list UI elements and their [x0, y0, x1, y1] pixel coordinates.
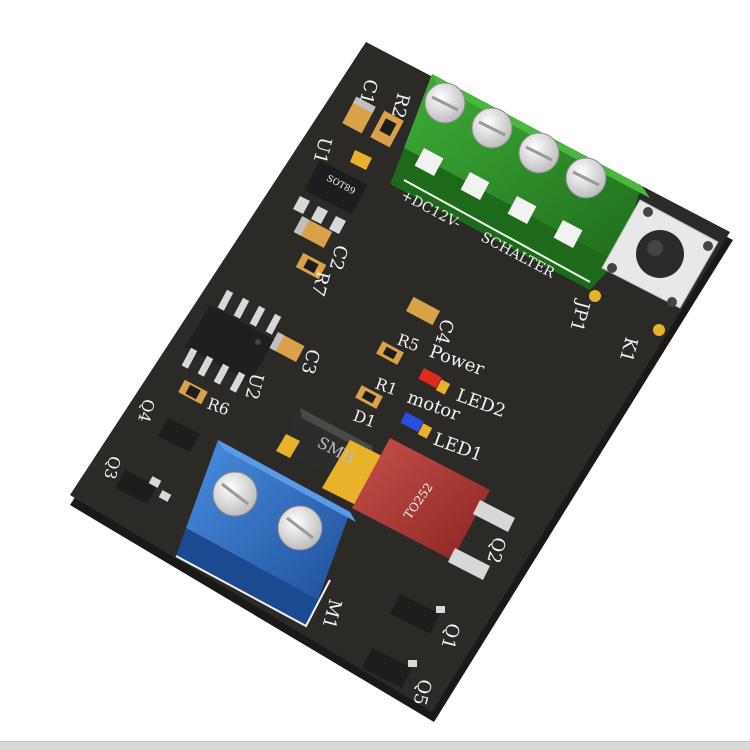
- transistors-q1-q5: [362, 594, 445, 688]
- component-c2-r7: [293, 216, 333, 280]
- pcb-board-icon: [70, 42, 733, 722]
- component-c1-r2: [342, 96, 404, 148]
- component-c4-r5-r1-leds: [355, 296, 451, 439]
- chip-u2: [181, 289, 282, 393]
- silkscreen-outlines: [175, 179, 591, 628]
- component-r6-q4-q3: [115, 379, 208, 504]
- screw-head-icon: [424, 82, 607, 199]
- tactile-switch-k1: [589, 199, 719, 336]
- component-c3: [269, 332, 305, 362]
- regulator-u1: [293, 150, 372, 234]
- terminal-block-blue: [176, 440, 356, 626]
- mosfet-to252: [322, 438, 515, 580]
- bottom-scrollbar: [0, 741, 750, 750]
- terminal-block-green: [390, 74, 650, 290]
